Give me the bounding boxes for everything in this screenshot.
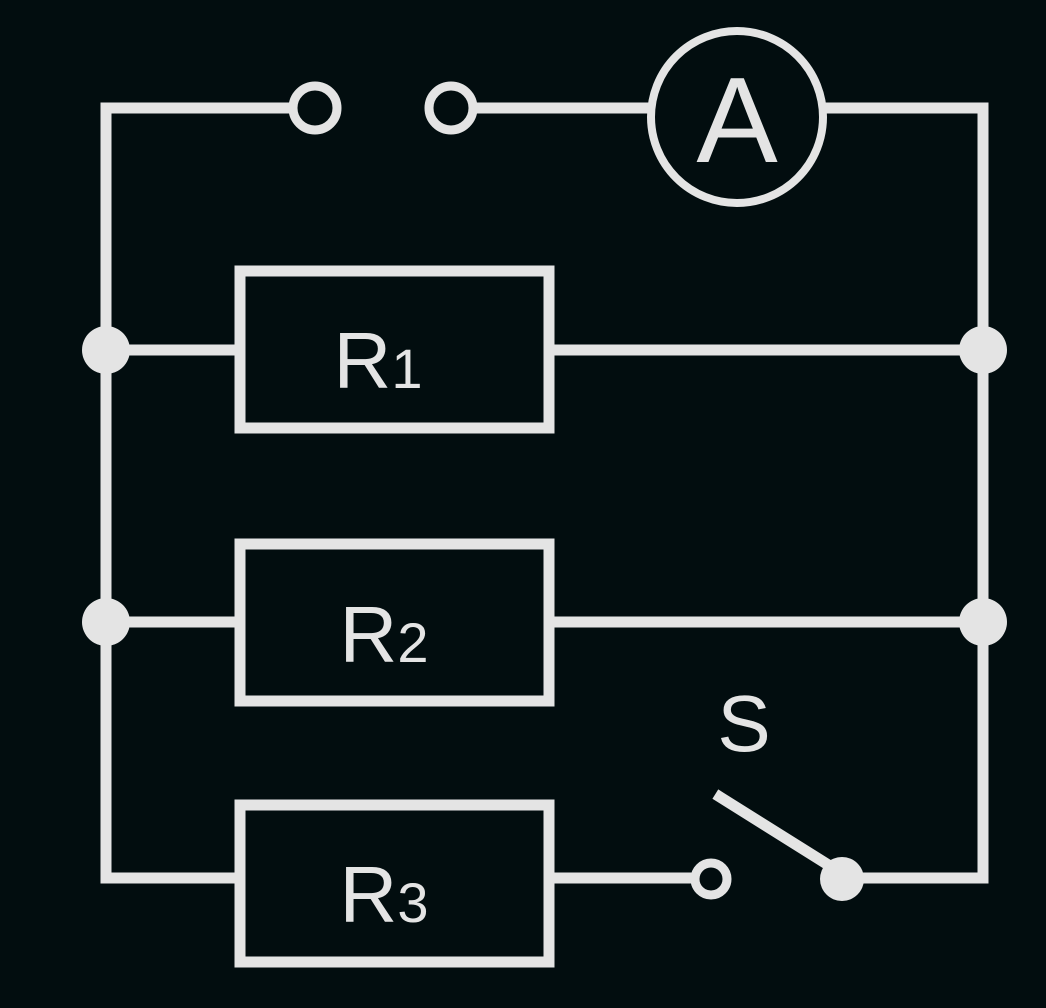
resistor-r2-letter: R <box>340 590 398 679</box>
switch-label: S <box>717 679 770 768</box>
top-left-wire <box>100 102 298 356</box>
ammeter <box>647 27 827 207</box>
junction-left-r1 <box>82 326 130 374</box>
resistor-r3 <box>234 799 555 968</box>
ammeter-label: A <box>696 52 778 188</box>
junction-right-r1 <box>959 326 1007 374</box>
switch-pivot-node <box>820 857 864 901</box>
junction-left-r2 <box>82 598 130 646</box>
top-right-wire <box>818 102 989 356</box>
switch-open-terminal <box>690 858 732 900</box>
junction-right-r2 <box>959 598 1007 646</box>
resistor-r3-label: R3 <box>340 850 429 939</box>
resistor-r3-letter: R <box>340 850 398 939</box>
open-terminal-left <box>288 81 342 135</box>
resistor-r3-index: 3 <box>397 871 428 934</box>
resistor-r1-label: R1 <box>334 316 423 405</box>
resistor-r2-label: R2 <box>340 590 429 679</box>
resistor-r1-index: 1 <box>391 337 422 400</box>
resistor-r1-letter: R <box>334 316 392 405</box>
resistor-r2 <box>234 538 555 707</box>
resistor-r2-index: 2 <box>397 611 428 674</box>
switch-blade <box>712 789 846 879</box>
open-terminal-right <box>424 81 478 135</box>
resistor-r1 <box>234 265 555 434</box>
